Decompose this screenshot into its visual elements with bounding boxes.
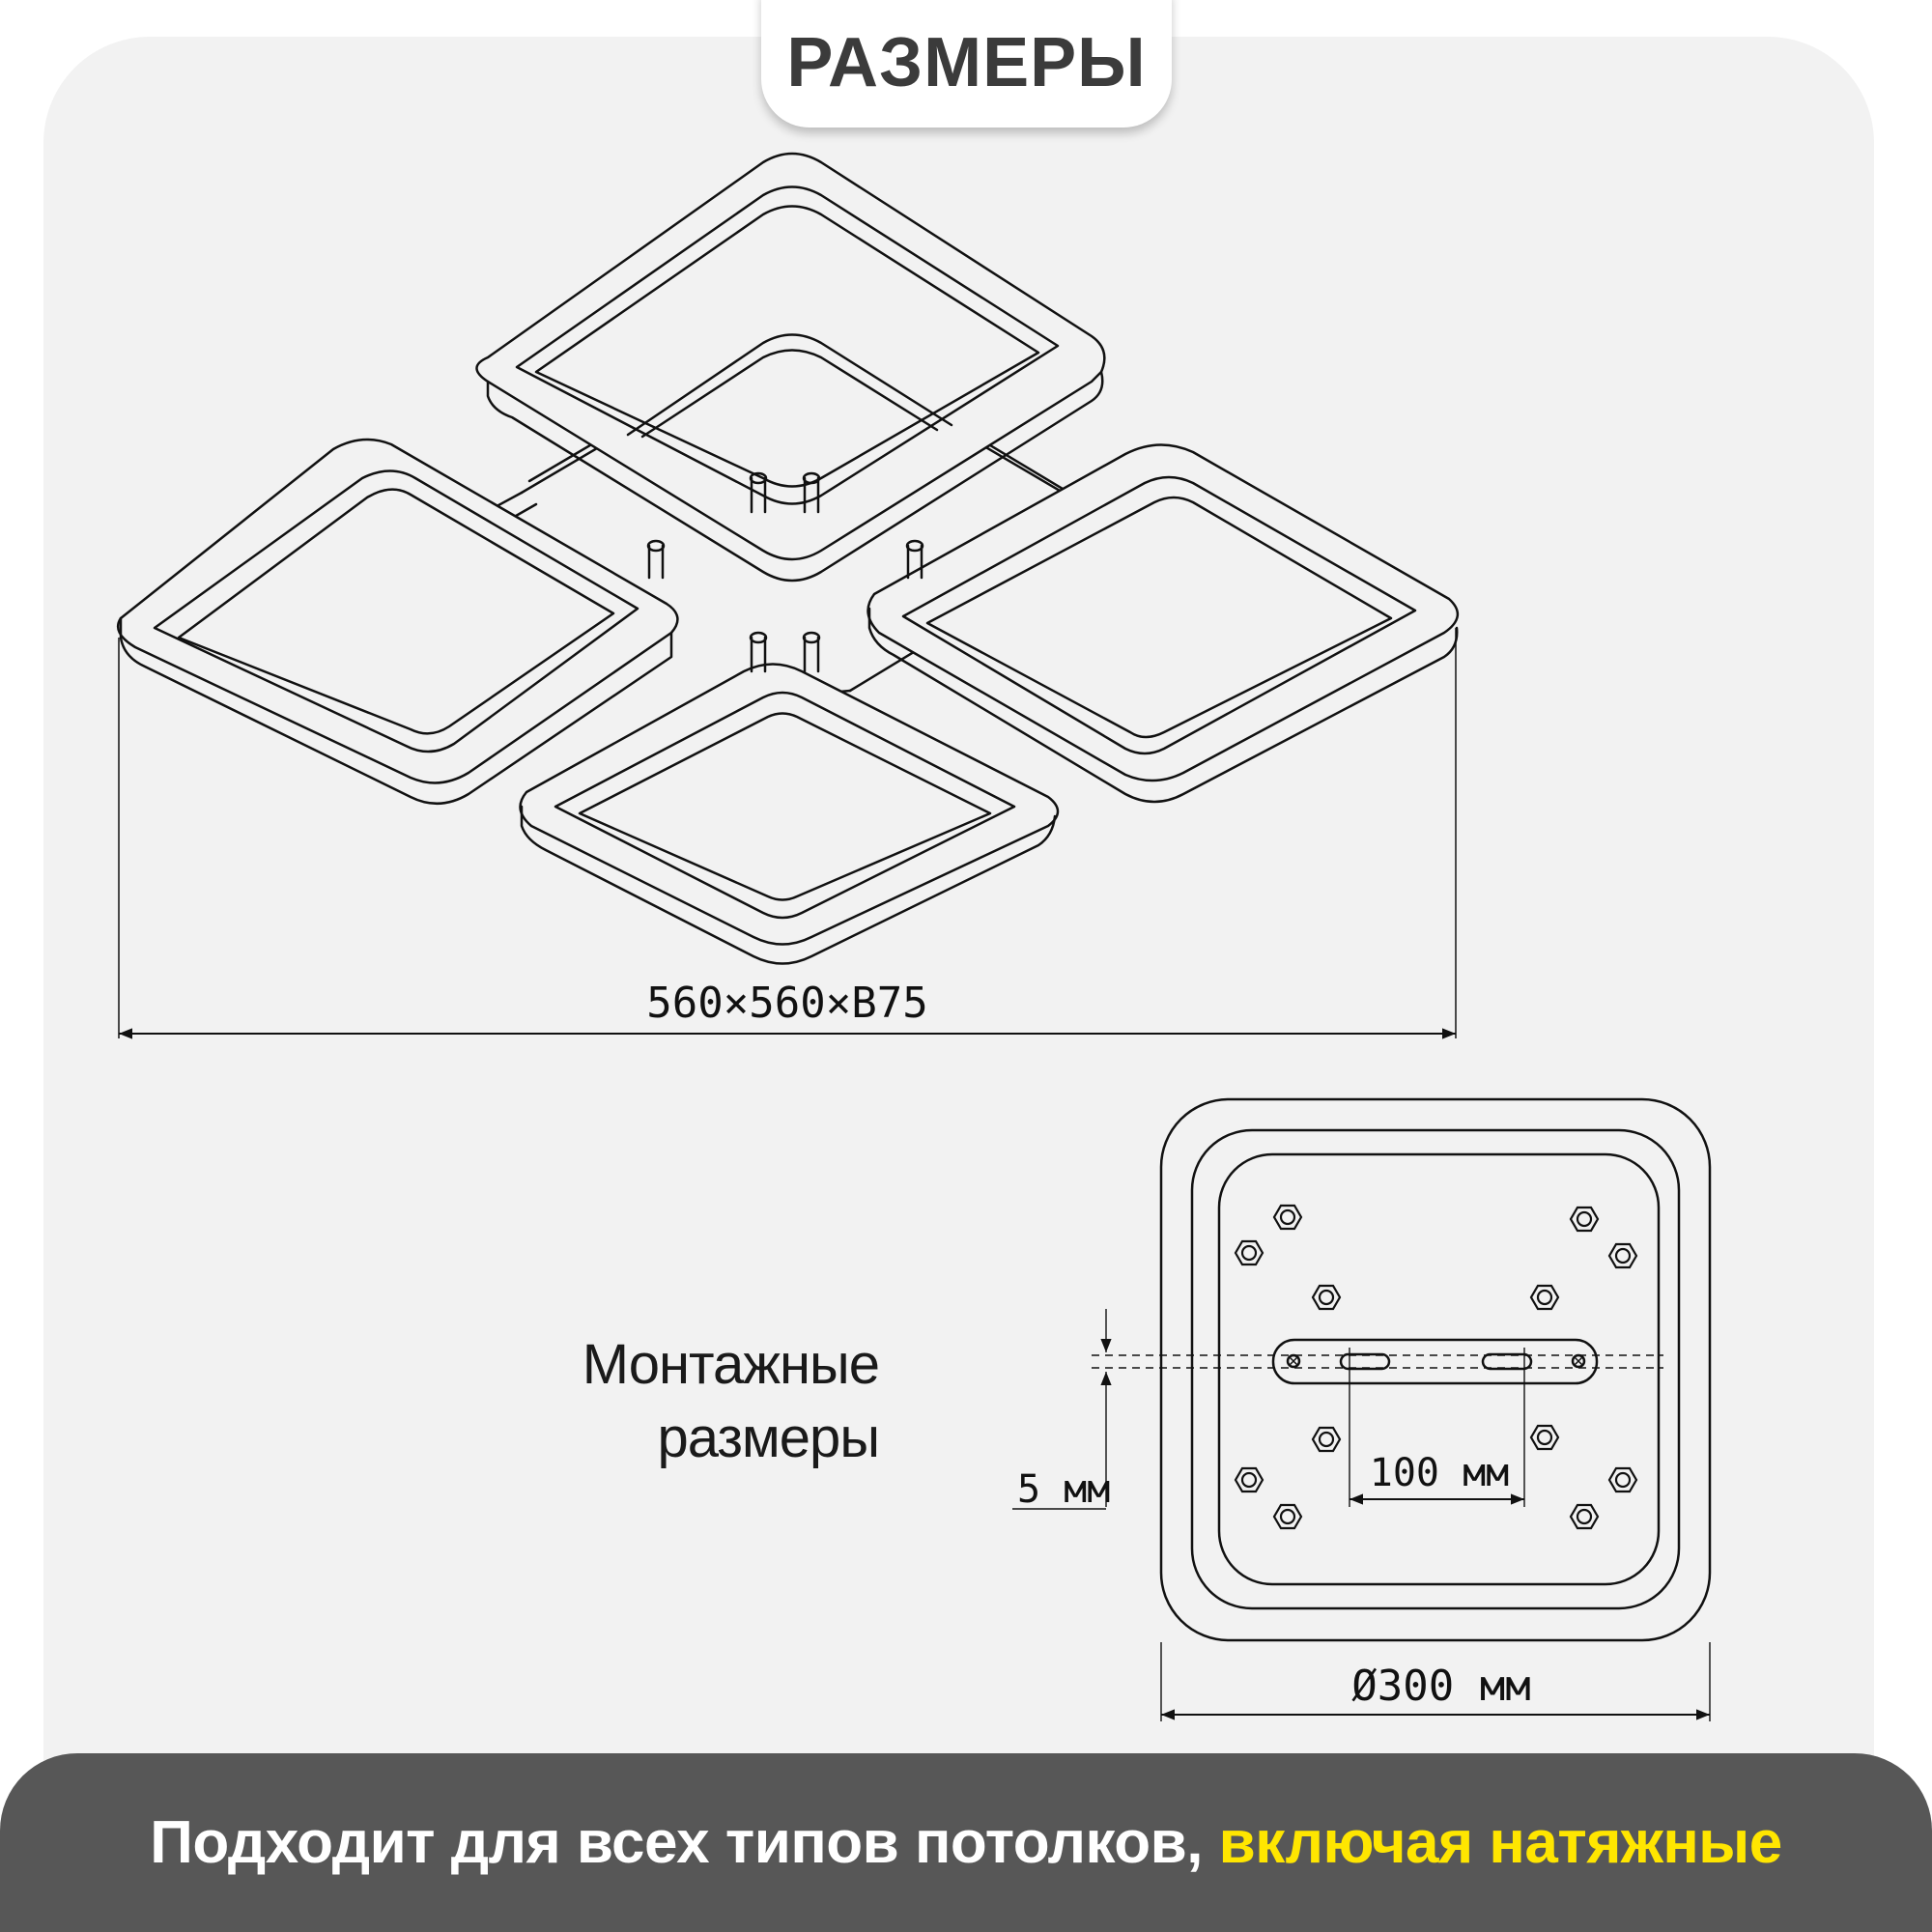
- mounting-label: Монтажные размеры: [464, 1328, 880, 1475]
- bottom-banner: Подходит для всех типов потолков, включа…: [0, 1753, 1932, 1932]
- mounting-label-line2: размеры: [657, 1406, 880, 1469]
- chandelier-outline-icon: [116, 152, 1459, 965]
- mounting-dimensions: [1012, 1309, 1711, 1721]
- base-diameter-label: Ø300 мм: [1351, 1662, 1530, 1711]
- page-title: РАЗМЕРЫ: [786, 24, 1147, 101]
- diamond-left: [116, 438, 679, 806]
- slot-gap-label: 5 мм: [1017, 1467, 1110, 1512]
- mounting-plate-outline-icon: [1159, 1097, 1712, 1642]
- hex-nuts: [1234, 1204, 1638, 1530]
- mount-pins: [646, 471, 924, 673]
- banner-text-main: Подходит для всех типов потолков,: [150, 1809, 1219, 1876]
- mounting-label-line1: Монтажные: [582, 1333, 880, 1396]
- diamond-top: [475, 152, 1106, 582]
- diamond-right: [867, 443, 1459, 804]
- overall-dimension: [118, 628, 1457, 1039]
- overall-dimension-label: 560×560×В75: [646, 979, 927, 1028]
- banner-text: Подходит для всех типов потолков, включа…: [150, 1808, 1783, 1877]
- diamond-bottom: [519, 663, 1060, 965]
- banner-text-highlight: включая натяжные: [1218, 1809, 1783, 1876]
- title-tab: РАЗМЕРЫ: [761, 0, 1172, 128]
- hole-spacing-label: 100 мм: [1370, 1451, 1510, 1495]
